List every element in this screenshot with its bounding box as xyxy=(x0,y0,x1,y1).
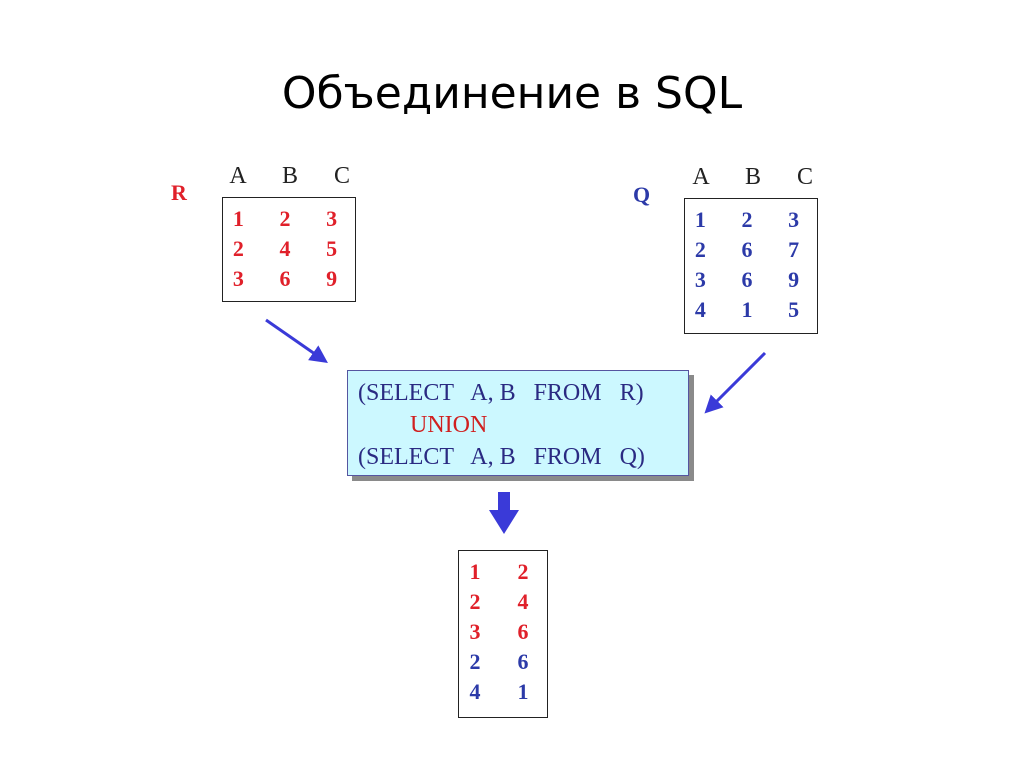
column-header: A xyxy=(229,163,247,189)
table-cell: 6 xyxy=(517,619,529,644)
query-union-keyword: UNION xyxy=(410,412,488,438)
relation-r-table: 1 2 3 2 4 5 3 6 9 xyxy=(222,197,356,302)
page-title: Объединение в SQL xyxy=(281,68,743,119)
result-table: 1 2 2 4 3 6 2 6 4 1 xyxy=(458,550,548,718)
query-line-2: (SELECT A, B FROM Q) xyxy=(358,444,645,470)
table-cell: 4 xyxy=(517,589,529,614)
table-cell: 9 xyxy=(326,266,338,291)
table-cell: 2 xyxy=(469,649,481,674)
table-cell: 1 xyxy=(694,207,706,232)
table-cell: 2 xyxy=(232,236,244,261)
table-cell: 3 xyxy=(694,267,706,292)
table-cell: 6 xyxy=(279,266,291,291)
table-cell: 4 xyxy=(279,236,291,261)
column-header: B xyxy=(281,163,298,189)
table-row: 1 2 3 xyxy=(215,204,355,234)
column-header: B xyxy=(744,164,761,190)
table-cell: 2 xyxy=(279,206,291,231)
table-cell: 6 xyxy=(741,237,753,262)
table-row: 1 2 3 xyxy=(677,205,817,235)
table-cell: 4 xyxy=(469,679,481,704)
table-cell: 1 xyxy=(469,559,481,584)
table-cell: 9 xyxy=(788,267,800,292)
table-cell: 3 xyxy=(326,206,338,231)
table-cell: 3 xyxy=(232,266,244,291)
relation-r-headers: A B C xyxy=(212,163,368,190)
query-line-1: (SELECT A, B FROM R) xyxy=(358,380,644,406)
table-cell: 4 xyxy=(694,297,706,322)
table-row: 3 6 9 xyxy=(677,265,817,295)
relation-q-headers: A B C xyxy=(675,164,831,191)
table-cell: 2 xyxy=(694,237,706,262)
table-row: 2 6 7 xyxy=(677,235,817,265)
union-query-box: (SELECT A, B FROM R) UNION (SELECT A, B … xyxy=(347,370,689,476)
table-row: 4 1 5 xyxy=(677,295,817,325)
table-cell: 1 xyxy=(517,679,529,704)
relation-q-label: Q xyxy=(633,182,651,207)
table-cell: 3 xyxy=(469,619,481,644)
table-cell: 1 xyxy=(232,206,244,231)
relation-q-table: 1 2 3 2 6 7 3 6 9 4 1 5 xyxy=(684,198,818,334)
column-header: C xyxy=(333,163,350,189)
relation-r-label: R xyxy=(171,180,187,205)
column-header: C xyxy=(796,164,813,190)
arrow-down-to-result xyxy=(489,492,519,534)
table-cell: 2 xyxy=(741,207,753,232)
table-row: 1 2 xyxy=(451,557,547,587)
arrow-r-to-query xyxy=(265,318,328,364)
table-cell: 2 xyxy=(517,559,529,584)
table-cell: 6 xyxy=(517,649,529,674)
table-row: 4 1 xyxy=(451,677,547,707)
table-cell: 7 xyxy=(788,237,800,262)
table-cell: 3 xyxy=(788,207,800,232)
column-header: A xyxy=(692,164,710,190)
table-row: 3 6 9 xyxy=(215,264,355,294)
table-cell: 2 xyxy=(469,589,481,614)
table-row: 2 4 xyxy=(451,587,547,617)
arrow-q-to-query xyxy=(704,351,767,414)
table-row: 3 6 xyxy=(451,617,547,647)
table-row: 2 4 5 xyxy=(215,234,355,264)
table-cell: 6 xyxy=(741,267,753,292)
table-cell: 1 xyxy=(741,297,753,322)
table-cell: 5 xyxy=(326,236,338,261)
table-row: 2 6 xyxy=(451,647,547,677)
table-cell: 5 xyxy=(788,297,800,322)
